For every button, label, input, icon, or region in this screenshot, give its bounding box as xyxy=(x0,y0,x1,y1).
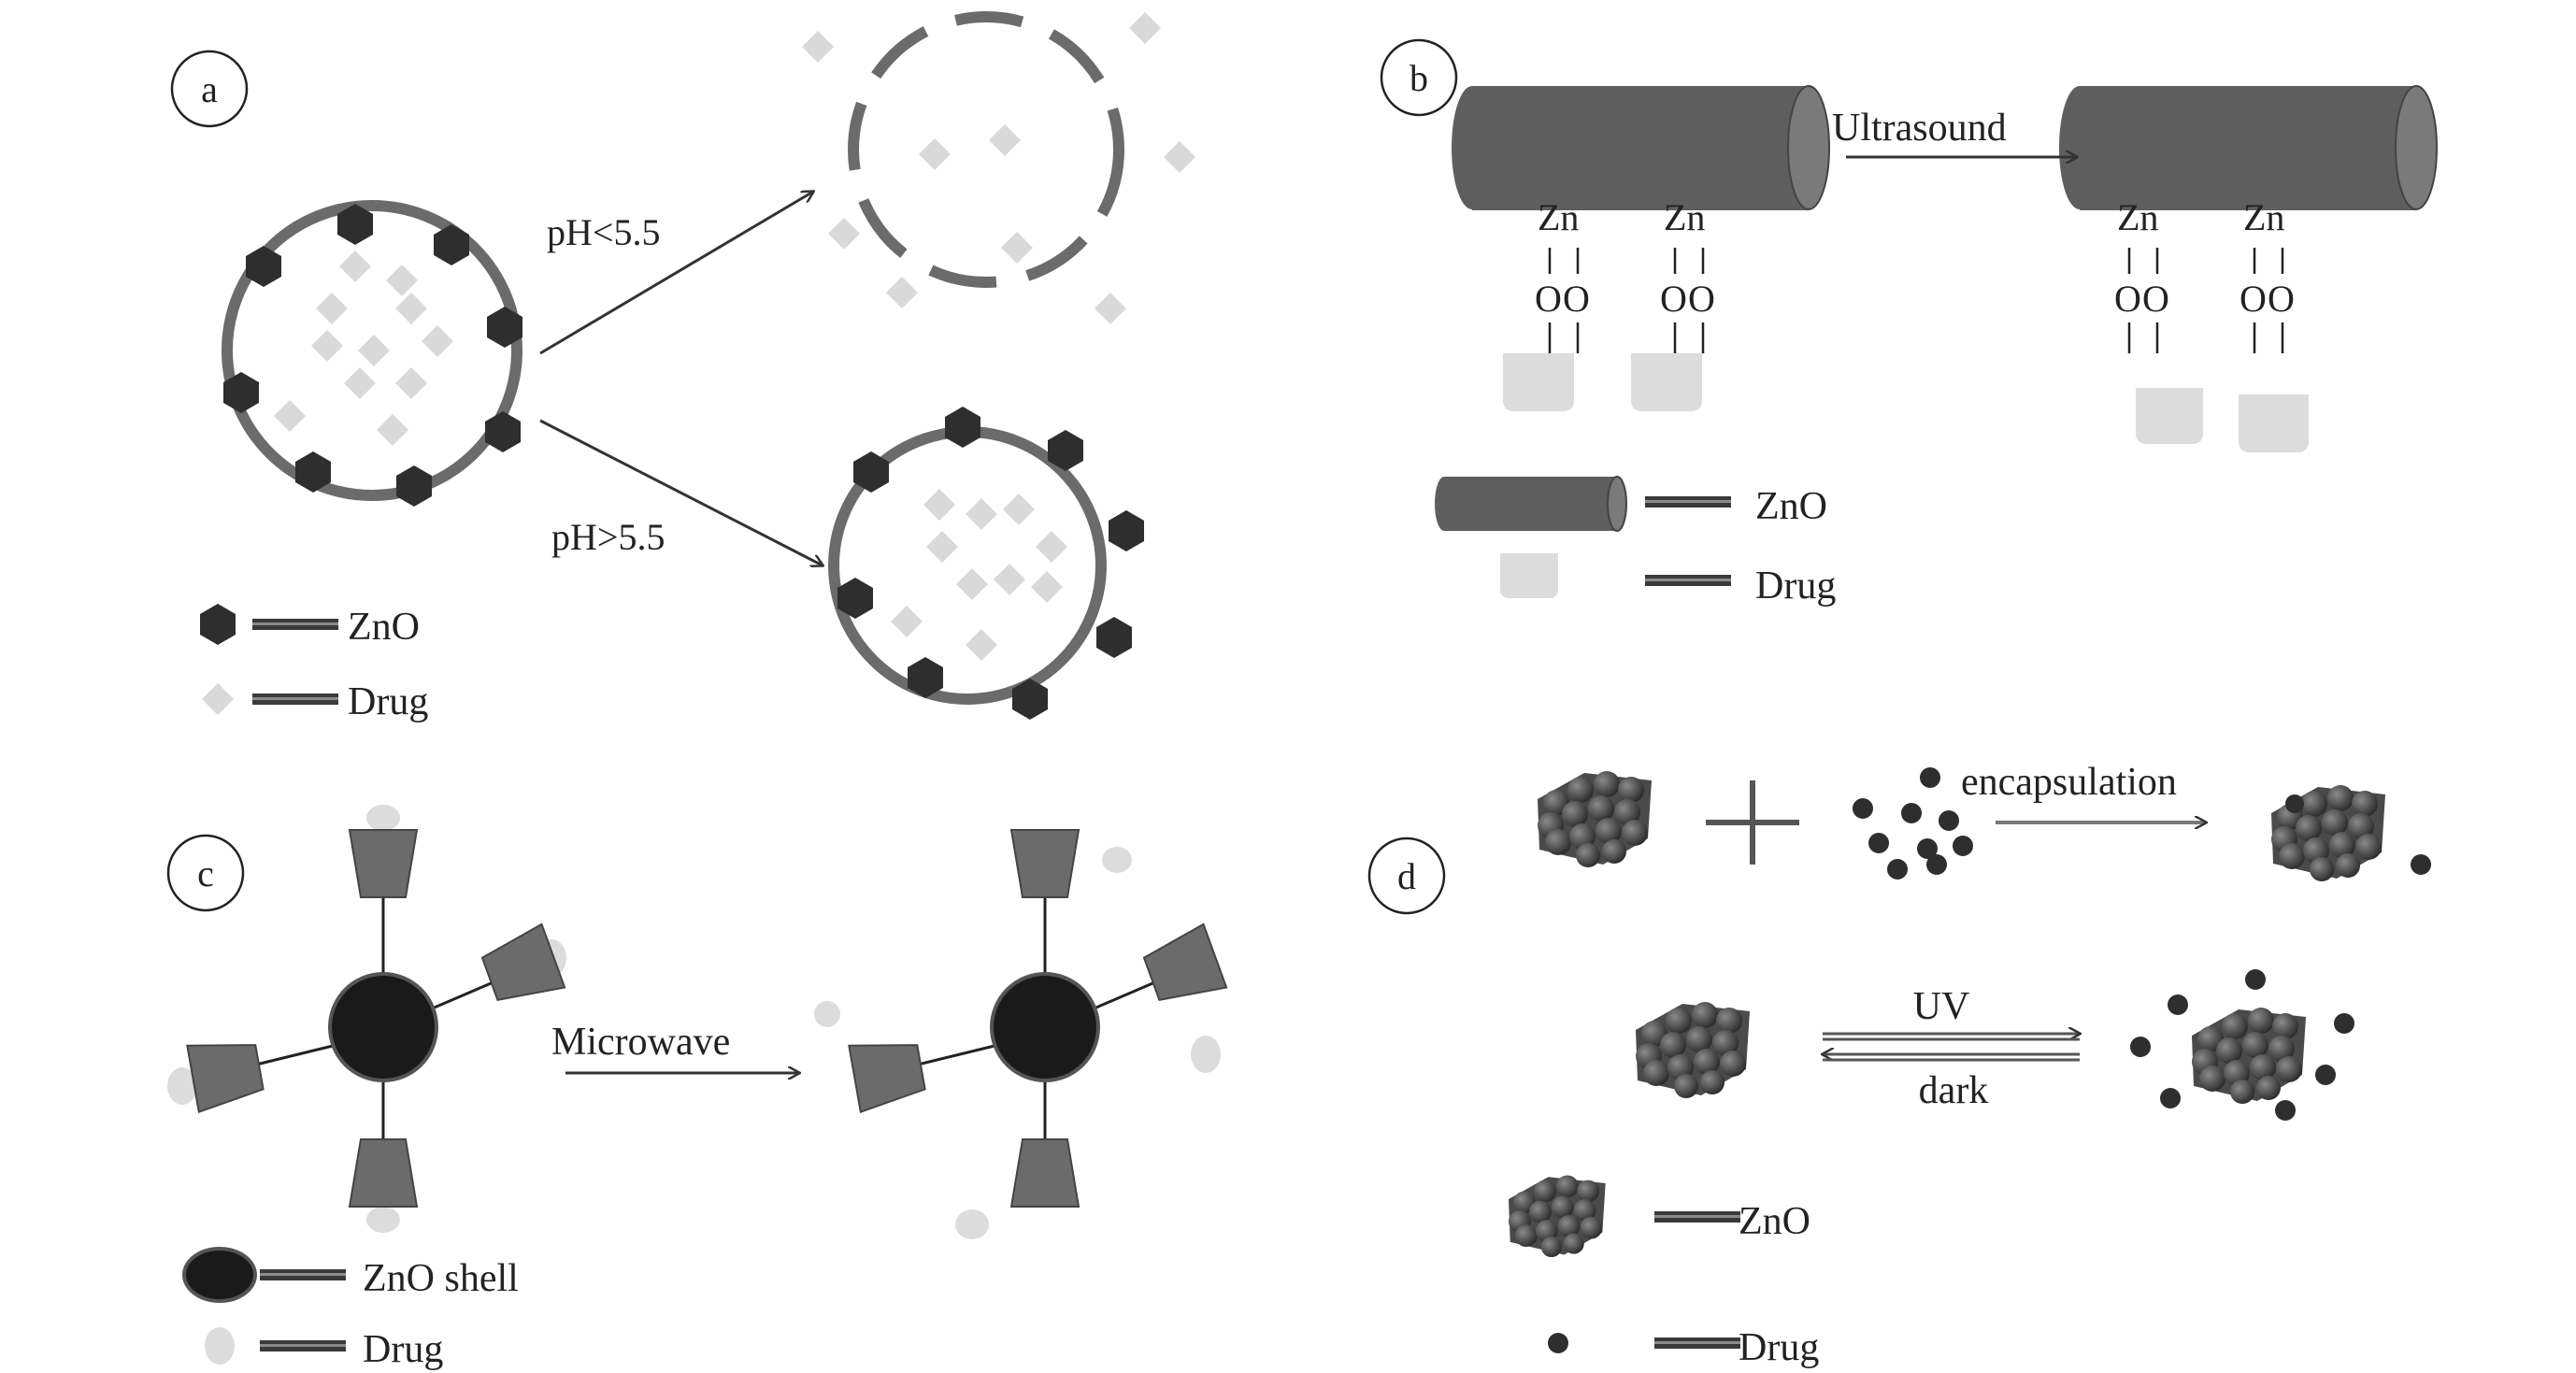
legend-b-drug: Drug xyxy=(1755,565,1836,608)
panel-d-legend: ZnO Drug xyxy=(1509,1175,1819,1369)
zn-label: Zn xyxy=(1664,196,1705,238)
vesicle-burst xyxy=(802,11,1195,324)
zno-shell-icon xyxy=(182,1247,257,1303)
panel-a-label-circle xyxy=(170,50,249,128)
vesicle-stable xyxy=(828,407,1144,720)
panel-b-label-circle xyxy=(1380,38,1458,117)
bond-group-right: Zn Zn O O O O xyxy=(2114,196,2309,452)
drug-legend-icon xyxy=(1500,553,1558,598)
shell-carrier-left xyxy=(167,805,566,1233)
legend-c-drug: Drug xyxy=(363,1328,443,1371)
zno-hexagon-icon xyxy=(200,604,236,645)
nanorod-right xyxy=(2059,85,2438,210)
zno-cluster xyxy=(1538,771,1652,867)
condition-low: pH<5.5 xyxy=(547,211,660,253)
plus-sign xyxy=(1706,780,1799,865)
oxygen-label: O xyxy=(1535,278,1562,320)
legend-a-zno: ZnO xyxy=(348,606,420,649)
oxygen-label: O xyxy=(1688,278,1715,320)
oxygen-label: O xyxy=(2240,278,2267,320)
panel-c: c Microwave xyxy=(166,805,1228,1371)
oxygen-label: O xyxy=(2268,278,2295,320)
panel-d: d encapsulation UV dark xyxy=(1367,761,2431,1369)
panel-d-label-circle xyxy=(1367,837,1446,915)
arrow-neutral xyxy=(539,419,823,565)
zno-cluster-loaded xyxy=(1636,1002,1750,1098)
zn-label: Zn xyxy=(2243,196,2284,238)
forward-uv: UV xyxy=(1913,985,1970,1028)
oxygen-label: O xyxy=(2142,278,2169,320)
step-encapsulation: encapsulation xyxy=(1961,761,2177,804)
legend-c-zno-shell: ZnO shell xyxy=(363,1257,519,1300)
oxygen-label: O xyxy=(1660,278,1687,320)
drug-dot-icon xyxy=(1548,1333,1568,1353)
zn-label: Zn xyxy=(1538,196,1579,238)
bond-group-left: Zn Zn O O O O xyxy=(1503,196,1715,411)
released-cluster xyxy=(2130,969,2354,1121)
panel-c-legend: ZnO shell Drug xyxy=(182,1247,519,1371)
shell-carrier-right xyxy=(814,829,1228,1239)
trigger-microwave: Microwave xyxy=(551,1021,730,1064)
nanorod-legend-icon xyxy=(1444,477,1617,531)
vesicle-intact xyxy=(222,200,522,507)
oxygen-label: O xyxy=(1563,278,1590,320)
loaded-cluster xyxy=(2271,785,2431,881)
condition-high: pH>5.5 xyxy=(551,516,665,558)
drug-diamond-icon xyxy=(202,683,234,715)
zn-label: Zn xyxy=(2117,196,2158,238)
panel-c-label-circle xyxy=(166,834,245,912)
reversible-arrows xyxy=(1823,1034,2080,1062)
panel-a-legend: ZnO Drug xyxy=(200,604,428,723)
panel-d-label: d xyxy=(1397,855,1416,897)
zno-cluster-icon xyxy=(1509,1175,1606,1258)
panel-b-legend: ZnO Drug xyxy=(1435,476,1836,608)
panel-b-label: b xyxy=(1410,57,1428,99)
arrow-acidic xyxy=(539,192,813,355)
legend-d-zno: ZnO xyxy=(1739,1200,1810,1243)
legend-a-drug: Drug xyxy=(348,680,428,723)
panel-a-label: a xyxy=(201,68,218,110)
legend-b-zno: ZnO xyxy=(1755,485,1827,528)
reverse-dark: dark xyxy=(1919,1069,1989,1112)
legend-d-drug: Drug xyxy=(1739,1326,1819,1369)
drug-dot-icon xyxy=(205,1327,235,1365)
panel-b: b Ultrasound Zn Zn O O O O xyxy=(1380,38,2438,608)
panel-c-label: c xyxy=(197,852,214,894)
nanorod-left xyxy=(1452,85,1830,210)
trigger-ultrasound: Ultrasound xyxy=(1832,107,2007,150)
drug-dots-free xyxy=(1853,767,1973,880)
panel-a: a pH<5.5 pH>5.5 xyxy=(170,11,1195,723)
oxygen-label: O xyxy=(2114,278,2141,320)
